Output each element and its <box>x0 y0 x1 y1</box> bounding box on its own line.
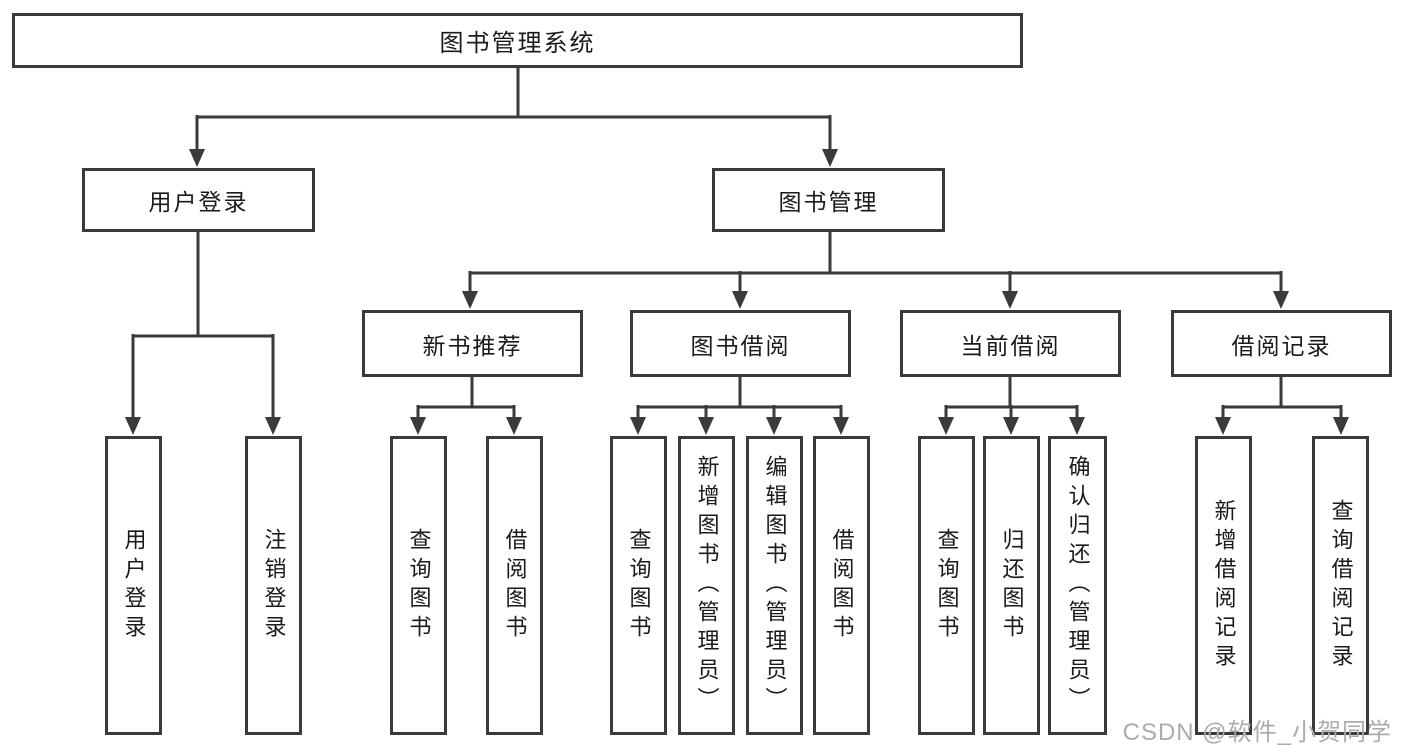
leaf-query-borrow-record-label: 查询借阅记录 <box>1328 498 1354 673</box>
leaf-edit-book-admin-label: 编辑图书（管理员） <box>762 455 788 716</box>
leaf-query-books-recommend-label: 查询图书 <box>406 527 432 644</box>
leaf-add-borrow-record: 新增借阅记录 <box>1195 436 1252 735</box>
leaf-user-login: 用户登录 <box>105 436 162 735</box>
leaf-query-books-current: 查询图书 <box>918 436 975 735</box>
csdn-watermark: CSDN @软件_小贺同学 <box>1122 719 1392 746</box>
leaf-query-books-current-label: 查询图书 <box>934 527 960 644</box>
leaf-logout-label: 注销登录 <box>261 527 287 644</box>
node-borrowing-records: 借阅记录 <box>1171 310 1392 377</box>
leaf-edit-book-admin: 编辑图书（管理员） <box>746 436 803 735</box>
node-current-borrowing: 当前借阅 <box>900 310 1121 377</box>
leaf-query-books-recommend: 查询图书 <box>390 436 447 735</box>
leaf-confirm-return-admin-label: 确认归还（管理员） <box>1065 455 1091 716</box>
leaf-borrow-books-recommend-label: 借阅图书 <box>502 527 528 644</box>
leaf-borrow-books-recommend: 借阅图书 <box>486 436 543 735</box>
leaf-return-book: 归还图书 <box>983 436 1040 735</box>
node-new-book-recommend: 新书推荐 <box>362 310 583 377</box>
node-library-management-system: 图书管理系统 <box>12 13 1023 68</box>
leaf-borrow-books: 借阅图书 <box>813 436 870 735</box>
leaf-user-login-label: 用户登录 <box>121 527 147 644</box>
leaf-borrow-books-label: 借阅图书 <box>829 527 855 644</box>
leaf-query-books-borrow: 查询图书 <box>610 436 667 735</box>
leaf-return-book-label: 归还图书 <box>999 527 1025 644</box>
leaf-query-borrow-record: 查询借阅记录 <box>1312 436 1369 735</box>
leaf-add-borrow-record-label: 新增借阅记录 <box>1211 498 1237 673</box>
node-book-borrowing: 图书借阅 <box>630 310 851 377</box>
leaf-logout: 注销登录 <box>245 436 302 735</box>
node-user-login: 用户登录 <box>82 168 315 232</box>
leaf-query-books-borrow-label: 查询图书 <box>626 527 652 644</box>
node-book-management: 图书管理 <box>712 168 945 232</box>
leaf-add-book-admin-label: 新增图书（管理员） <box>694 455 720 716</box>
leaf-confirm-return-admin: 确认归还（管理员） <box>1048 436 1107 735</box>
leaf-add-book-admin: 新增图书（管理员） <box>678 436 735 735</box>
